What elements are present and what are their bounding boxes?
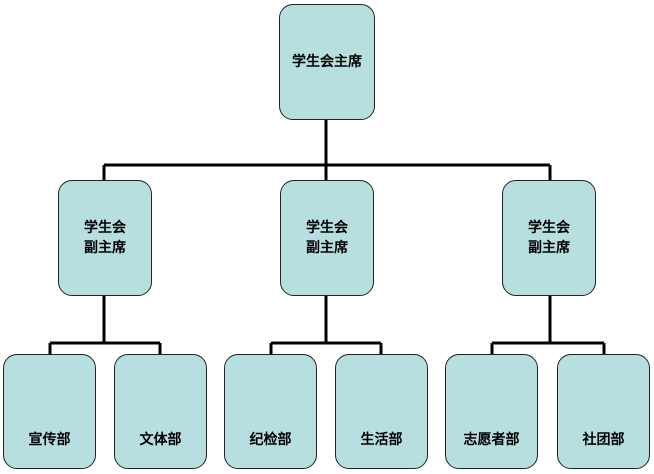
department-node-volunteer: 志愿者部: [445, 354, 538, 469]
vice-president-label-1: 学生会 副主席: [84, 220, 126, 256]
vice-president-label-3: 学生会 副主席: [528, 220, 570, 256]
department-label: 志愿者部: [463, 432, 520, 448]
root-label: 学生会主席: [292, 54, 362, 70]
department-node-living: 生活部: [335, 354, 428, 469]
vice-president-node-3: 学生会 副主席: [502, 180, 596, 296]
department-node-propaganda: 宣传部: [3, 354, 96, 469]
department-label: 宣传部: [28, 432, 71, 448]
department-node-discipline: 纪检部: [224, 354, 317, 469]
department-label: 文体部: [139, 432, 182, 448]
department-node-arts-sports: 文体部: [114, 354, 207, 469]
vice-president-node-2: 学生会 副主席: [280, 180, 374, 296]
department-node-clubs: 社团部: [557, 354, 650, 469]
vice-president-label-2: 学生会 副主席: [306, 220, 348, 256]
root-node: 学生会主席: [279, 4, 375, 120]
department-label: 纪检部: [249, 432, 292, 448]
vice-president-node-1: 学生会 副主席: [58, 180, 152, 296]
department-label: 社团部: [582, 432, 625, 448]
department-label: 生活部: [360, 432, 403, 448]
